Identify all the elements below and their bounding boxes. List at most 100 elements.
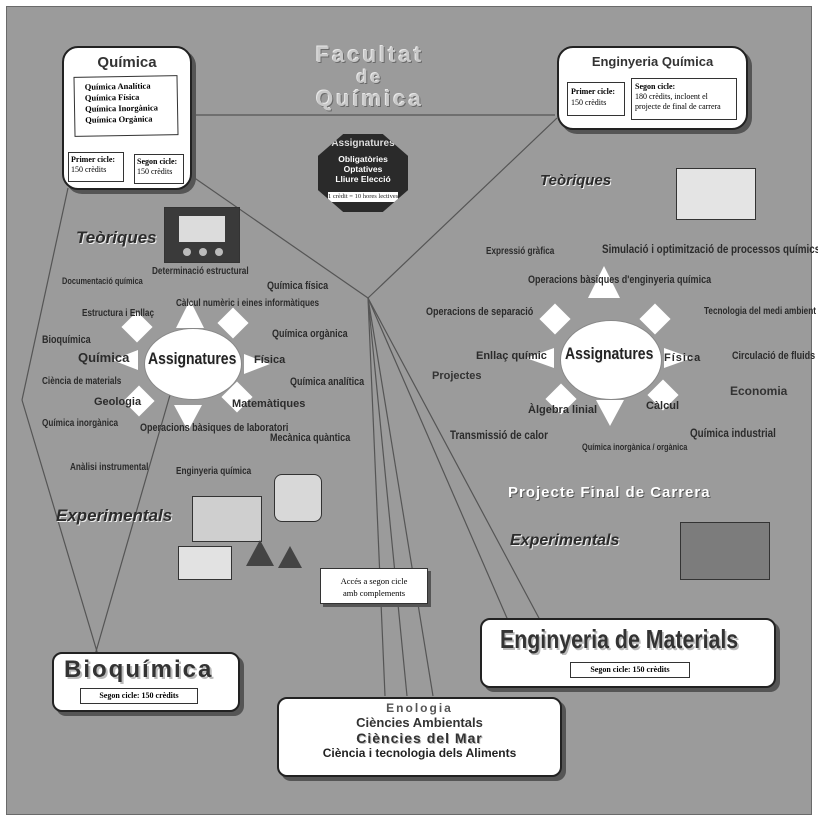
- right-subject-label: Càlcul: [646, 400, 680, 412]
- right-subject-label: Expressió gràfica: [486, 246, 555, 257]
- access-note: Accés a segon cicle amb complements: [320, 568, 428, 604]
- left-subject-label: Enginyeria química: [176, 466, 252, 477]
- right-subject-label: Tecnologia del medi ambient: [704, 306, 816, 317]
- first-cycle-value: 150 crèdits: [71, 165, 107, 174]
- sun-ray: [176, 300, 204, 328]
- right-subject-label: Circulació de fluids: [732, 350, 816, 362]
- octagon-title: Assignatures: [331, 138, 395, 149]
- faculty-title: Facultat de Química: [280, 44, 460, 110]
- right-subject-label: Química industrial: [690, 426, 776, 440]
- left-subject-label: Anàlisi instrumental: [70, 462, 149, 473]
- first-cycle-label: Primer cicle:: [571, 87, 616, 96]
- right-sun: [560, 320, 662, 400]
- left-subject-label: Química: [78, 350, 130, 365]
- assignatures-octagon: Assignatures Obligatòries Optatives Lliu…: [318, 134, 408, 212]
- connector-quimica-center: [182, 169, 369, 299]
- connector-center-env3: [367, 297, 386, 697]
- enginyeria-quimica-box: Enginyeria Química Primer cicle: 150 crè…: [557, 46, 748, 130]
- access-note-line1: Accés a segon cicle: [340, 576, 408, 586]
- quimica-first-cycle: Primer cicle: 150 crèdits: [68, 152, 124, 182]
- eq-first-cycle: Primer cicle: 150 crèdits: [567, 82, 625, 116]
- eq-box-title: Enginyeria Química: [591, 54, 714, 69]
- right-teoriques-heading: Teòriques: [540, 172, 612, 189]
- left-subject-label: Química analítica: [290, 376, 365, 388]
- right-experimentals-heading: Experimentals: [510, 532, 620, 549]
- octagon-item: Obligatòries: [338, 154, 388, 164]
- sun-ray: [596, 400, 624, 426]
- instrument-clipart-icon: [178, 546, 232, 580]
- engineer-chart-clipart-icon: [676, 168, 756, 220]
- faculty-title-line1: Facultat: [315, 42, 425, 67]
- right-subject-label: Àlgebra linial: [528, 404, 598, 416]
- left-sun: [144, 328, 242, 400]
- env-line: Ciències del Mar: [356, 730, 483, 746]
- connector-left-bioq: [94, 394, 171, 656]
- classroom-clipart-icon: [164, 207, 240, 263]
- right-subject-label: Economia: [730, 384, 788, 398]
- left-subject-label: Física: [254, 354, 286, 366]
- right-subject-label: Operacions bàsiques d'enginyeria química: [528, 274, 712, 286]
- right-subject-label: Enllaç químic: [476, 350, 547, 362]
- sun-ray: [244, 354, 270, 374]
- env-line: Ciències Ambientals: [356, 715, 483, 730]
- left-subject-label: Càlcul numèric i eines informàtiques: [176, 298, 320, 309]
- pfc-label: Projecte Final de Carrera: [508, 484, 711, 501]
- sun-ray: [174, 405, 202, 431]
- bioquimica-box: Bioquímica Segon cicle: 150 crèdits: [52, 652, 240, 712]
- connector-center-materials1: [367, 297, 511, 626]
- eq-second-cycle: Segon cicle: 180 crèdits, incloent el pr…: [631, 78, 737, 120]
- connector-eq-center: [367, 117, 558, 299]
- left-subject-label: Química inorgànica: [42, 418, 119, 429]
- second-cycle-value: 180 crèdits, incloent el projecte de fin…: [635, 92, 721, 111]
- materials-box-title: Enginyeria de Materials: [500, 624, 739, 654]
- left-subject-label: Estructura i Enllaç: [82, 308, 155, 319]
- connector-center-env2: [367, 297, 434, 697]
- lab-equipment-clipart-icon: [192, 496, 262, 542]
- second-cycle-label: Segon cicle:: [635, 82, 676, 91]
- left-subject-label: Operacions bàsiques de laboratori: [140, 422, 289, 434]
- env-line: Enologia: [386, 701, 453, 715]
- faculty-title-line2: de: [356, 67, 384, 87]
- left-subject-label: Documentació química: [62, 276, 143, 286]
- sun-ray: [664, 348, 692, 368]
- sun-ray: [526, 348, 554, 368]
- flask-icon: [246, 540, 274, 566]
- left-subject-label: Ciència de materials: [42, 376, 122, 387]
- right-subject-label: Simulació i optimització de processos qu…: [602, 242, 818, 256]
- connector-quimica-bioq1: [21, 187, 69, 401]
- lab-photo-icon: [680, 522, 770, 580]
- sun-ray: [588, 266, 620, 298]
- quimica-box: Química Química Analítica Química Física…: [62, 46, 192, 190]
- materials-box: Enginyeria de Materials Segon cicle: 150…: [480, 618, 776, 688]
- bioquimica-box-title: Bioquímica: [64, 656, 214, 683]
- first-cycle-value: 150 crèdits: [571, 98, 607, 107]
- connector-center-env1: [367, 297, 408, 697]
- right-subject-label: Química inorgànica / orgànica: [582, 442, 688, 452]
- quimica-subject-list: Química Analítica Química Física Química…: [73, 75, 179, 137]
- quimica-box-title: Química: [97, 54, 157, 71]
- right-subject-label: Física: [664, 352, 702, 364]
- left-subject-label: Química orgànica: [272, 328, 348, 340]
- octagon-item: Lliure Elecció: [335, 174, 391, 184]
- left-teoriques-heading: Teòriques: [76, 228, 157, 247]
- bioquimica-cycle: Segon cicle: 150 crèdits: [80, 688, 198, 704]
- connector-center-materials2: [367, 297, 541, 621]
- sun-ray: [112, 350, 138, 370]
- subject-item: Química Orgànica: [85, 113, 153, 125]
- right-subject-label: Operacions de separació: [426, 306, 534, 318]
- left-experimentals-heading: Experimentals: [56, 506, 173, 525]
- scientist-clipart-icon: [274, 474, 322, 522]
- environmental-box: Enologia Ciències Ambientals Ciències de…: [277, 697, 562, 777]
- second-cycle-label: Segon cicle:: [137, 157, 178, 166]
- right-sun-label: Assignatures: [565, 344, 654, 363]
- left-subject-label: Química física: [267, 280, 329, 292]
- left-subject-label: Matemàtiques: [232, 398, 306, 410]
- octagon-item: Optatives: [343, 164, 383, 174]
- materials-cycle: Segon cicle: 150 crèdits: [570, 662, 690, 678]
- right-subject-label: Transmissió de calor: [450, 428, 548, 442]
- left-subject-label: Mecànica quàntica: [270, 432, 351, 444]
- right-subject-label: Projectes: [432, 370, 482, 382]
- env-line: Ciència i tecnologia dels Aliments: [322, 746, 517, 760]
- left-sun-label: Assignatures: [148, 349, 237, 368]
